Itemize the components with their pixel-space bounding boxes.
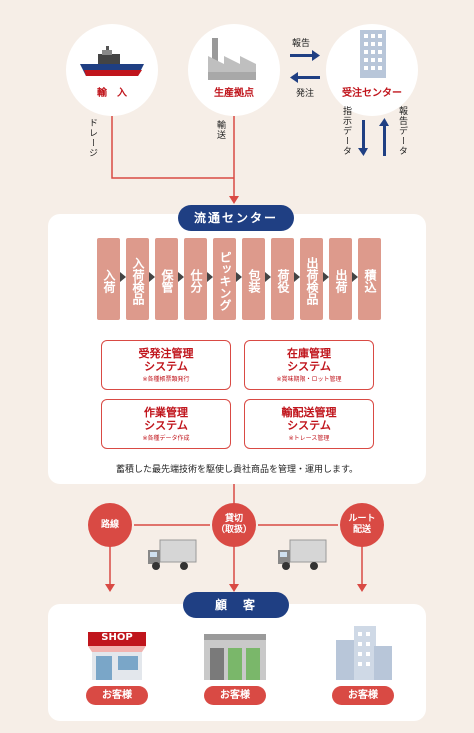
process-loading: 積込 [358,238,381,320]
process-arrow [149,272,155,282]
order-center-label: 受注センター [342,88,402,99]
system-subtitle: システム [287,360,331,373]
system-title: 作業管理 [144,406,188,419]
customer-label-shop: お客様 [86,686,148,705]
order-arrow-head [290,72,298,83]
process-arrow [120,272,126,282]
reportdata-arrow-shaft [383,126,386,156]
office-building-icon [360,30,386,78]
truck-icon [278,539,327,570]
import-node: 輸 入 [66,24,158,116]
customer-label-office: お客様 [332,686,394,705]
system-note: ※トレース管理 [288,435,330,442]
route-distribution-sub-label: 配送 [352,525,371,535]
report-label: 報告 [292,39,311,49]
import-label: 輸 入 [97,88,127,99]
system-note: ※賞味期限・ロット管理 [276,376,342,383]
process-arrow [265,272,271,282]
distribution-center-title: 流通センター [178,205,294,231]
system-note: ※各種帳票類発行 [142,376,190,383]
route-delivery-circle: 路線 [88,503,132,547]
process-shipping: 出荷 [329,238,352,320]
system-title: 受発注管理 [138,347,194,360]
process-arrow [207,272,213,282]
system-subtitle: システム [144,360,188,373]
import-line [111,116,234,179]
order-arrow-shaft [298,76,320,79]
charter-sub-label: （取扱） [215,525,252,535]
production-node: 生産拠点 [188,24,280,116]
arrow-right [357,584,367,592]
order-center-node: 受注センター [326,24,418,116]
process-arrow [352,272,358,282]
inventory-management-system: 在庫管理 システム ※賞味期限・ロット管理 [244,340,374,390]
instruction-arrow-head [358,148,368,156]
work-management-system: 作業管理 システム ※各種データ作成 [101,399,231,449]
process-shipping-inspection: 出荷検品 [300,238,323,320]
shop-sign: SHOP [101,632,133,643]
warehouse-icon [204,634,266,680]
arrow-left [105,584,115,592]
process-picking: ピッキング [213,238,236,320]
instruction-arrow-shaft [362,120,365,148]
transport-label: 輸送 [215,120,225,140]
production-label: 生産拠点 [214,88,254,99]
system-note: ※各種データ作成 [142,435,190,442]
process-arrow [236,272,242,282]
instruction-data-label: 指示データ [341,106,351,156]
route-label: 路線 [100,519,119,530]
system-title: 在庫管理 [287,347,331,360]
charter-delivery-circle: 貸切 （取扱） [212,503,256,547]
order-management-system: 受発注管理 システム ※各種帳票類発行 [101,340,231,390]
factory-icon [208,38,256,80]
process-arrow [323,272,329,282]
ship-icon [80,46,144,76]
route-distribution-circle: ルート 配送 [340,503,384,547]
delivery-management-system: 輸配送管理 システム ※トレース管理 [244,399,374,449]
charter-label: 貸切 [224,514,243,524]
dredge-label: ドレージ [87,118,97,158]
customers-title: 顧 客 [183,592,289,618]
system-title: 輸配送管理 [281,406,337,419]
reportdata-arrow-head [379,118,389,126]
report-arrow-shaft [290,54,312,57]
system-subtitle: システム [144,419,188,432]
process-arrow [178,272,184,282]
office-complex-icon [336,626,392,680]
report-data-label: 報告データ [397,106,407,156]
arrow-to-center [229,196,239,204]
system-subtitle: システム [287,419,331,432]
process-arrow [294,272,300,282]
process-storage: 保管 [155,238,178,320]
report-arrow-head [312,50,320,61]
process-sorting: 仕分 [184,238,207,320]
process-packing: 包装 [242,238,265,320]
order-label: 発注 [296,89,315,99]
shop-icon [88,632,146,680]
center-description: 蓄積した最先端技術を駆使し貴社商品を管理・運用します。 [115,465,359,475]
process-receiving: 入荷 [97,238,120,320]
arrow-mid [229,584,239,592]
process-receiving-inspection: 入荷検品 [126,238,149,320]
route-distribution-label: ルート [348,514,376,524]
truck-icon [148,539,197,570]
process-cargo-handling: 荷役 [271,238,294,320]
customer-label-warehouse: お客様 [204,686,266,705]
